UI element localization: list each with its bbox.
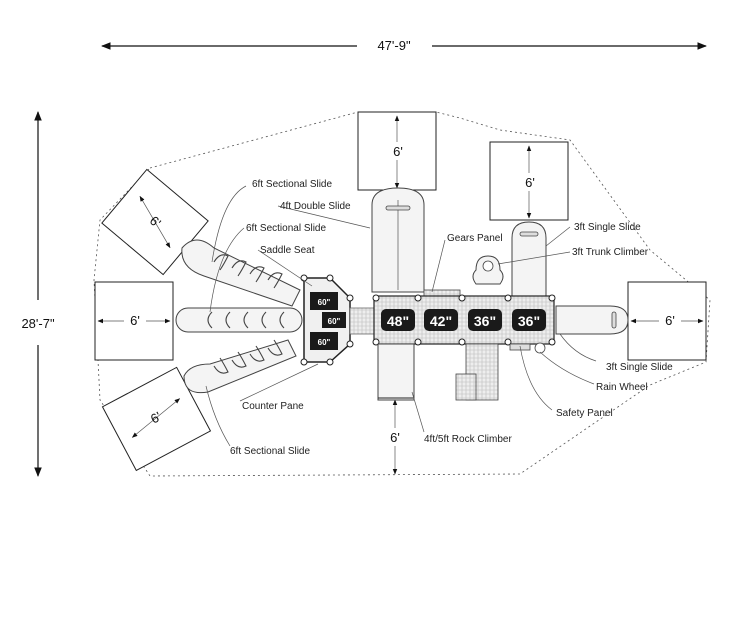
rock-climber xyxy=(377,343,415,401)
callout-counter-pane: Counter Pane xyxy=(242,401,304,412)
sectional-slide-middle xyxy=(175,307,303,333)
callout-4ft-double-slide: 4ft Double Slide xyxy=(280,201,351,212)
sectional-slide-top xyxy=(181,239,301,307)
deck-label: 42" xyxy=(430,313,452,329)
overall-width-label: 47'-9" xyxy=(377,38,411,53)
callout-3ft-trunk-climber: 3ft Trunk Climber xyxy=(572,247,649,258)
step-panel-lower xyxy=(455,373,477,401)
deck-48: 48" xyxy=(381,309,415,331)
hex-platform: 60" 60" 60" xyxy=(300,274,354,366)
callout-3ft-single-slide-top: 3ft Single Slide xyxy=(574,222,641,233)
callout-leaders xyxy=(205,185,597,447)
step-panel xyxy=(465,343,499,401)
deck-36-b: 36" xyxy=(512,309,546,331)
deck-36-a: 36" xyxy=(468,309,502,331)
callout-6ft-sectional-slide-top: 6ft Sectional Slide xyxy=(252,179,332,190)
overall-depth-label: 28'-7" xyxy=(21,316,55,331)
callout-3ft-single-slide-right: 3ft Single Slide xyxy=(606,362,673,373)
deck-label: 36" xyxy=(518,313,540,329)
use-zone-left-slide: 6' xyxy=(94,281,174,361)
overall-width-dimension: 47'-9" xyxy=(101,38,707,53)
callout-rock-climber: 4ft/5ft Rock Climber xyxy=(424,434,512,445)
callout-safety-panel: Safety Panel xyxy=(556,408,613,419)
deck-label: 36" xyxy=(474,313,496,329)
deck-42: 42" xyxy=(424,309,458,331)
use-zone-label: 6' xyxy=(393,144,403,159)
callout-saddle-seat: Saddle Seat xyxy=(260,245,315,256)
callout-gears-panel: Gears Panel xyxy=(447,233,503,244)
use-zone-label: 6' xyxy=(665,313,675,328)
use-zone-bottom-left-slide: 6' xyxy=(101,366,212,472)
rock-climber-dimension: 6' xyxy=(384,399,406,475)
trunk-climber xyxy=(472,255,504,285)
callout-rain-wheel: Rain Wheel xyxy=(596,382,648,393)
callout-6ft-sectional-slide-bottom: 6ft Sectional Slide xyxy=(230,446,310,457)
rain-wheel xyxy=(534,342,546,354)
single-slide-right xyxy=(555,305,629,335)
use-zone-label: 6' xyxy=(130,313,140,328)
small-deck-label: 60" xyxy=(318,338,331,347)
rock-climber-zone-label: 6' xyxy=(390,430,400,445)
small-deck-label: 60" xyxy=(318,298,331,307)
overall-depth-dimension: 28'-7" xyxy=(21,111,55,477)
use-zone-top-single-slide: 6' xyxy=(489,141,569,221)
callout-6ft-sectional-slide-middle: 6ft Sectional Slide xyxy=(246,223,326,234)
sectional-slide-bottom xyxy=(183,339,297,394)
use-zone-label: 6' xyxy=(525,175,535,190)
bridge xyxy=(349,307,377,335)
double-slide xyxy=(371,187,425,293)
small-deck-label: 60" xyxy=(328,317,341,326)
use-zone-right-single-slide: 6' xyxy=(627,281,707,361)
use-zone-top-double-slide: 6' xyxy=(357,111,437,191)
deck-label: 48" xyxy=(387,313,409,329)
